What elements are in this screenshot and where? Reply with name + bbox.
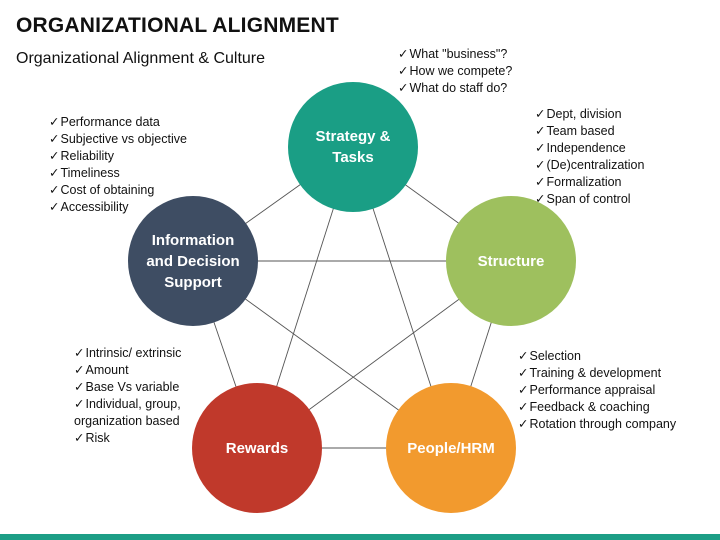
- list-item: What do staff do?: [398, 80, 512, 97]
- list-item: Rotation through company: [518, 416, 676, 433]
- list-item: Accessibility: [49, 199, 187, 216]
- strategy-checklist: What "business"? How we compete? What do…: [398, 46, 512, 97]
- node-circle-information: [128, 196, 258, 326]
- list-item: Performance data: [49, 114, 187, 131]
- list-item: Amount: [74, 362, 181, 379]
- list-item: Risk: [74, 430, 181, 447]
- list-item: Selection: [518, 348, 676, 365]
- list-item: Team based: [535, 123, 644, 140]
- list-item: Cost of obtaining: [49, 182, 187, 199]
- list-item: Independence: [535, 140, 644, 157]
- footer-accent-bar: [0, 534, 720, 540]
- list-item: Dept, division: [535, 106, 644, 123]
- list-item: Performance appraisal: [518, 382, 676, 399]
- node-circle-structure: [446, 196, 576, 326]
- list-item: How we compete?: [398, 63, 512, 80]
- node-circles: [128, 82, 576, 513]
- list-item: (De)centralization: [535, 157, 644, 174]
- list-item: Reliability: [49, 148, 187, 165]
- information-checklist: Performance data Subjective vs objective…: [49, 114, 187, 216]
- list-item: Subjective vs objective: [49, 131, 186, 148]
- node-label-structure: Structure: [477, 252, 545, 270]
- rewards-checklist: Intrinsic/ extrinsic Amount Base Vs vari…: [74, 345, 181, 447]
- node-label-rewards: Rewards: [225, 439, 289, 457]
- node-circle-people: [386, 383, 516, 513]
- list-item: Feedback & coaching: [518, 399, 676, 416]
- list-item: What "business"?: [398, 46, 512, 63]
- node-label-people: People/HRM: [407, 439, 495, 457]
- list-item: organization based: [74, 414, 180, 428]
- list-item: Base Vs variable: [74, 379, 181, 396]
- list-item: Timeliness: [49, 165, 187, 182]
- page-subtitle: Organizational Alignment & Culture: [16, 50, 266, 67]
- list-item: Formalization: [535, 174, 644, 191]
- structure-checklist: Dept, division Team based Independence (…: [535, 106, 644, 208]
- node-circle-strategy: [288, 82, 418, 212]
- node-circle-rewards: [192, 383, 322, 513]
- node-label-strategy: Strategy &Tasks: [315, 128, 391, 166]
- list-item: Intrinsic/ extrinsic: [74, 345, 181, 362]
- people-checklist: Selection Training & development Perform…: [518, 348, 676, 433]
- page-title: ORGANIZATIONAL ALIGNMENT: [16, 14, 339, 37]
- list-item: Training & development: [518, 365, 676, 382]
- list-item: Span of control: [535, 191, 644, 208]
- list-item: Individual, group,: [74, 396, 181, 413]
